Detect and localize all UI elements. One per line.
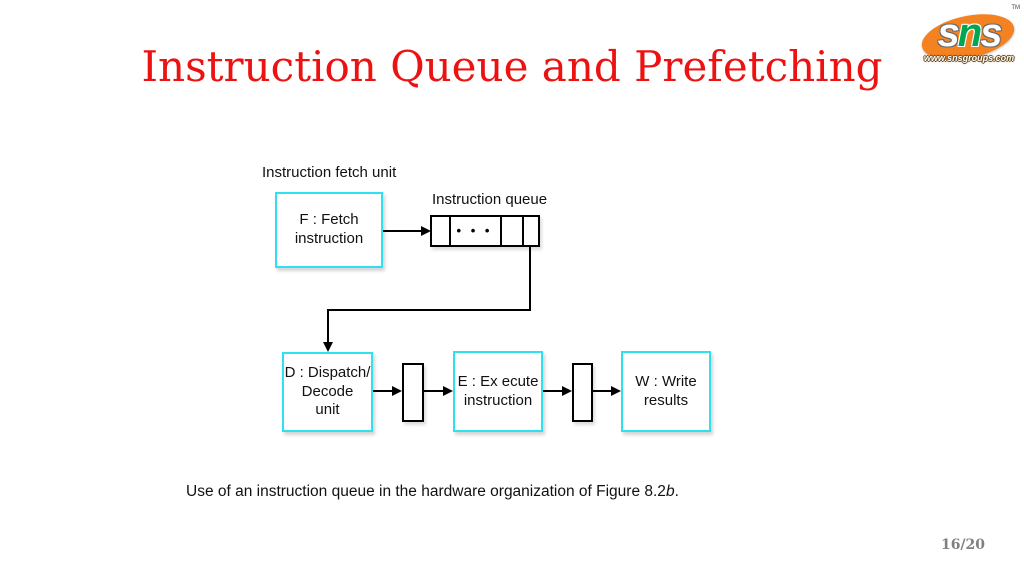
arrow-fetch-to-queue-line bbox=[383, 230, 421, 232]
arrow-execute-to-buffer2-head bbox=[562, 386, 572, 396]
execute-box-line: instruction bbox=[463, 391, 533, 409]
caption-end-text: . bbox=[674, 483, 679, 500]
arrow-buffer1-to-execute-head bbox=[443, 386, 453, 396]
arrow-buffer2-to-write-head bbox=[611, 386, 621, 396]
fetch-box-line: instruction bbox=[294, 230, 364, 247]
queue-cell-divider bbox=[522, 217, 524, 245]
arrow-execute-to-buffer2-line bbox=[543, 390, 563, 392]
write-box-line: W : Write bbox=[635, 372, 697, 390]
logo-url-text: www.snsgroups.com bbox=[923, 53, 1015, 63]
fetch-box-line: F : Fetch bbox=[299, 211, 359, 229]
page-title: Instruction Queue and Prefetching bbox=[141, 42, 883, 91]
caption-italic-text: b bbox=[665, 483, 675, 500]
label-instruction-queue: Instruction queue bbox=[432, 191, 548, 208]
buffer-register-2 bbox=[572, 363, 593, 422]
queue-ellipsis-dots: • • • bbox=[456, 223, 493, 238]
dispatch-box: D : Dispatch/ Decode unit bbox=[282, 352, 373, 432]
write-box-line: results bbox=[643, 391, 689, 409]
instruction-queue-box: • • • bbox=[430, 215, 540, 247]
logo-letter: n bbox=[957, 11, 982, 55]
logo-brand-text: sns bbox=[918, 5, 1020, 61]
arrow-fetch-to-queue-head bbox=[421, 226, 431, 236]
execute-box: E : Ex ecute instruction bbox=[453, 351, 543, 432]
trademark-symbol: TM bbox=[1011, 5, 1020, 11]
connector-queue-to-dispatch-line bbox=[327, 309, 329, 343]
dispatch-box-line: D : Dispatch/ bbox=[284, 363, 371, 381]
figure-caption: Use of an instruction queue in the hardw… bbox=[186, 483, 679, 501]
arrow-buffer1-to-execute-line bbox=[424, 390, 444, 392]
queue-cell-divider bbox=[500, 217, 502, 245]
page-number: 16/20 bbox=[940, 537, 986, 553]
connector-queue-down-line bbox=[529, 247, 531, 310]
sns-logo: sns www.snsgroups.com TM bbox=[917, 5, 1020, 71]
logo-letter: s bbox=[937, 11, 960, 55]
buffer-register-1 bbox=[402, 363, 424, 422]
dispatch-box-line: unit bbox=[315, 401, 340, 419]
fetch-box: F : Fetch instruction bbox=[275, 192, 383, 268]
dispatch-box-line: Decode bbox=[301, 382, 354, 400]
label-instruction-fetch-unit: Instruction fetch unit bbox=[262, 164, 397, 181]
connector-queue-horizontal-line bbox=[327, 309, 531, 311]
arrow-queue-to-dispatch-head bbox=[323, 342, 333, 352]
arrow-dispatch-to-buffer1-head bbox=[392, 386, 402, 396]
arrow-dispatch-to-buffer1-line bbox=[373, 390, 393, 392]
caption-text: Use of an instruction queue in the hardw… bbox=[186, 483, 666, 500]
queue-cell-divider bbox=[449, 217, 451, 245]
arrow-buffer2-to-write-line bbox=[593, 390, 612, 392]
execute-box-line: E : Ex ecute bbox=[457, 372, 539, 390]
logo-letter: s bbox=[980, 11, 1002, 55]
write-box: W : Write results bbox=[621, 351, 711, 432]
